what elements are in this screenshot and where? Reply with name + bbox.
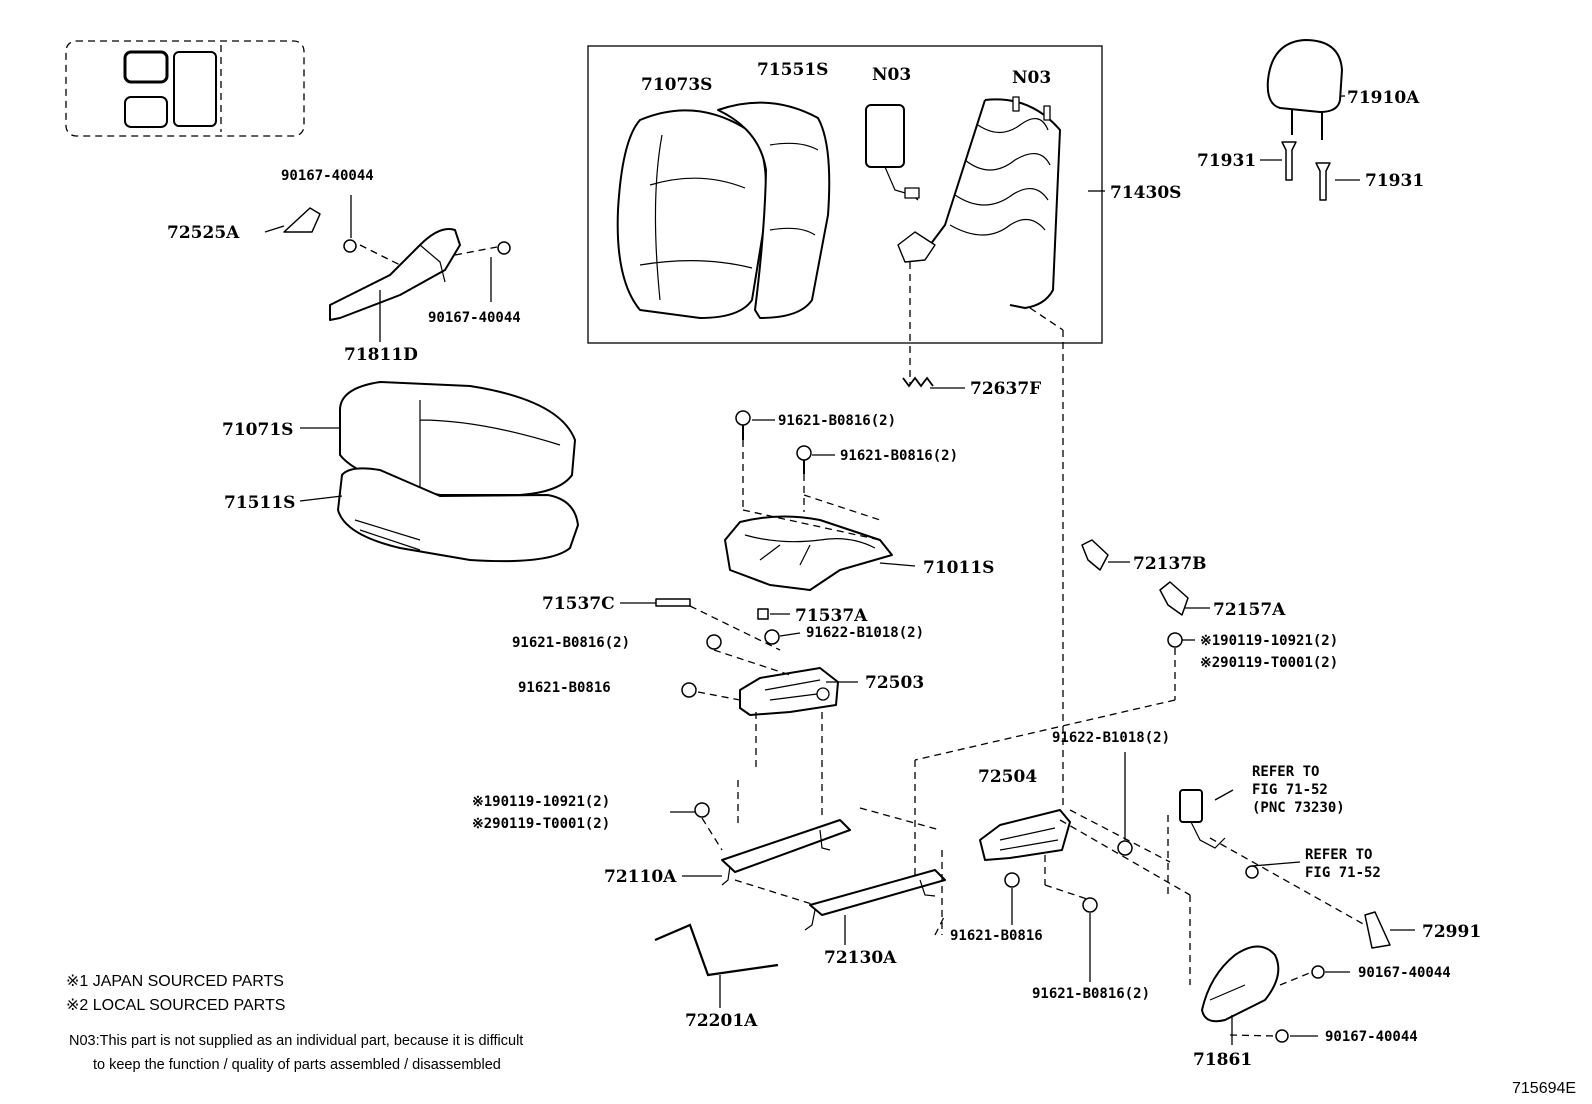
label-72137B: 72137B (1133, 554, 1207, 574)
label-72201A: 72201A (685, 1011, 758, 1031)
label-71071S: 71071S (222, 420, 293, 440)
label-72157A: 72157A (1213, 600, 1286, 620)
seat-track-72110A (721, 819, 851, 886)
spring-72637F (902, 376, 934, 388)
label-91621-B0816-b: 91621-B0816(2) (840, 448, 958, 464)
note-n03-line2: to keep the function / quality of parts … (93, 1057, 501, 1073)
recliner-72503 (739, 667, 839, 716)
label-71073S: 71073S (641, 75, 712, 95)
bolt-icon (1082, 897, 1098, 913)
label-72130A: 72130A (824, 948, 897, 968)
bolt-icon (343, 239, 357, 253)
bolt-icon (735, 410, 751, 440)
bolt-icon (681, 682, 697, 698)
seatback-frame-71430S (897, 96, 1061, 309)
label-91621-B0816-f: 91621-B0816(2) (1032, 986, 1150, 1002)
bolt-icon (1275, 1029, 1289, 1043)
bolt-icon (764, 629, 780, 645)
label-71931-a: 71931 (1197, 151, 1256, 171)
label-71931-b: 71931 (1365, 171, 1424, 191)
bolt-icon (1311, 965, 1325, 979)
label-71811D: 71811D (344, 345, 418, 365)
label-90167-40044-b: 90167-40044 (428, 310, 521, 326)
label-90119-T0001-b: ※290119-T0001(2) (472, 816, 610, 832)
label-90119-10921-a: ※190119-10921(2) (1200, 633, 1338, 649)
seatback-assembly-box (587, 45, 1103, 344)
label-N03-airbag: N03 (872, 65, 911, 85)
label-91622-B1018-a: 91622-B1018(2) (806, 625, 924, 641)
airbag-module-N03 (865, 104, 920, 201)
part-labels: 71073S 71551S N03 N03 71430S 71910A 7193… (167, 60, 1481, 1070)
label-pnc-73230: (PNC 73230) (1252, 800, 1345, 816)
label-72991: 72991 (1422, 922, 1481, 942)
seatback-pad-71551S (717, 101, 831, 319)
cover-72991 (1364, 911, 1391, 949)
cover-72525A (283, 207, 321, 233)
label-refer-to-2: REFER TO (1305, 847, 1372, 863)
label-91621-B0816-c: 91621-B0816(2) (512, 635, 630, 651)
bolt-icon (694, 802, 710, 818)
diagram-id: 715694E (1512, 1080, 1576, 1097)
recliner-72504 (979, 809, 1071, 861)
label-fig-71-52-2: FIG 71-52 (1305, 865, 1381, 881)
bolt-icon (1167, 632, 1183, 648)
label-71430S: 71430S (1110, 183, 1181, 203)
label-fig-71-52-1: FIG 71-52 (1252, 782, 1328, 798)
label-71511S: 71511S (224, 493, 295, 513)
nut-icon (1245, 865, 1259, 879)
label-91621-B0816-a: 91621-B0816(2) (778, 413, 896, 429)
label-91621-B0816-e: 91621-B0816 (950, 928, 1043, 944)
seat-cushion-pad-71511S (337, 467, 579, 563)
label-71537A: 71537A (795, 606, 868, 626)
label-71861: 71861 (1193, 1050, 1252, 1070)
seatback-cover-71073S (616, 109, 768, 319)
vehicle-locator-inset (65, 40, 305, 137)
label-71011S: 71011S (923, 558, 994, 578)
headrest-71910A (1266, 39, 1343, 140)
clip-72157A (1159, 581, 1189, 616)
note-japan-sourced: ※1 JAPAN SOURCED PARTS (66, 973, 284, 990)
bolt-icon (1004, 872, 1020, 888)
label-71537C: 71537C (542, 594, 615, 614)
legend-notes: ※1 JAPAN SOURCED PARTS ※2 LOCAL SOURCED … (66, 973, 523, 1073)
bolt-icon (497, 241, 511, 255)
assembly-dashed-lines (359, 244, 1366, 1037)
cover-71861 (1201, 945, 1280, 1023)
label-90167-40044-d: 90167-40044 (1325, 1029, 1418, 1045)
clip-72137B (1081, 539, 1109, 571)
bolt-icon (796, 445, 812, 474)
label-refer-to-1: REFER TO (1252, 764, 1319, 780)
label-90167-40044-a: 90167-40044 (281, 168, 374, 184)
label-91621-B0816-d: 91621-B0816 (518, 680, 611, 696)
seat-track-72130A (804, 869, 946, 931)
bolt-icon (706, 634, 722, 650)
label-72525A: 72525A (167, 223, 240, 243)
protector-71537C (655, 598, 691, 607)
label-72110A: 72110A (604, 867, 677, 887)
label-90167-40044-c: 90167-40044 (1358, 965, 1451, 981)
label-71551S: 71551S (757, 60, 828, 80)
label-90119-T0001-a: ※290119-T0001(2) (1200, 655, 1338, 671)
label-72504: 72504 (978, 767, 1037, 787)
headrest-guide-71931 (1281, 141, 1331, 201)
label-91622-B1018-b: 91622-B1018(2) (1052, 730, 1170, 746)
label-90119-10921-b: ※190119-10921(2) (472, 794, 610, 810)
bolt-icon (1117, 840, 1133, 856)
seat-belt-buckle-icon (1179, 789, 1226, 849)
label-N03-frame: N03 (1012, 68, 1051, 88)
wire-72201A (654, 923, 779, 977)
label-72503: 72503 (865, 673, 924, 693)
note-local-sourced: ※2 LOCAL SOURCED PARTS (66, 997, 285, 1014)
label-71910A: 71910A (1347, 88, 1420, 108)
recliner-cover-71811D (329, 228, 461, 321)
protector-71537A (757, 608, 769, 620)
label-72637F: 72637F (970, 379, 1041, 399)
leader-lines (264, 95, 1415, 1045)
cushion-frame-71011S (724, 515, 893, 591)
note-n03-line1: N03:This part is not supplied as an indi… (69, 1033, 523, 1049)
